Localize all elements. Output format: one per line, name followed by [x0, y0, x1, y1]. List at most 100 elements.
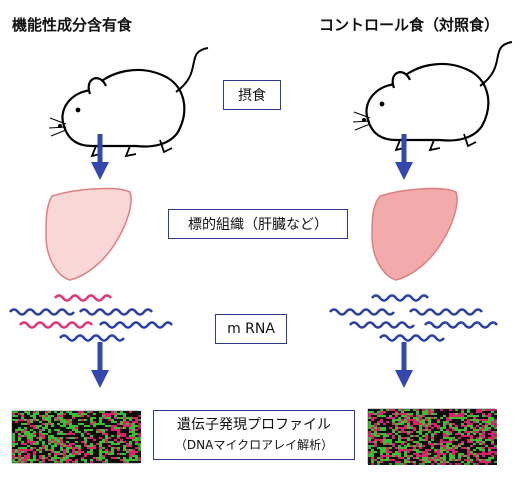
microarray-cell [404, 429, 407, 431]
microarray-cell [491, 451, 494, 453]
microarray-cell [108, 417, 111, 419]
microarray-cell [479, 417, 482, 419]
microarray-cell [72, 411, 75, 413]
microarray-cell [105, 447, 108, 449]
microarray-cell [398, 449, 401, 451]
microarray-cell [63, 439, 66, 441]
microarray-cell [90, 417, 93, 419]
microarray-cell [84, 427, 87, 429]
microarray-cell [90, 451, 93, 453]
microarray-cell [470, 439, 473, 441]
microarray-cell [21, 419, 24, 421]
microarray-cell [24, 459, 27, 461]
expression-profile-label: 遺伝子発現プロファイル （DNAマイクロアレイ解析） [153, 410, 355, 460]
microarray-cell [81, 457, 84, 459]
microarray-cell [129, 429, 132, 431]
microarray-cell [395, 411, 398, 413]
microarray-cell [102, 431, 105, 433]
microarray-cell [476, 423, 479, 425]
microarray-cell [123, 423, 126, 425]
microarray-cell [416, 427, 419, 429]
microarray-cell [392, 425, 395, 427]
microarray-cell [371, 413, 374, 415]
microarray-cell [36, 427, 39, 429]
microarray-cell [410, 453, 413, 455]
microarray-cell [27, 449, 30, 451]
microarray-cell [479, 431, 482, 433]
microarray-cell [491, 443, 494, 445]
microarray-cell [407, 431, 410, 433]
microarray-cell [383, 437, 386, 439]
microarray-cell [90, 423, 93, 425]
microarray-cell [464, 435, 467, 437]
microarray-cell [111, 447, 114, 449]
microarray-cell [422, 453, 425, 455]
microarray-cell [99, 411, 102, 413]
microarray-cell [135, 443, 138, 445]
microarray-cell [488, 461, 491, 463]
microarray-cell [39, 427, 42, 429]
microarray-cell [413, 455, 416, 457]
microarray-cell [72, 423, 75, 425]
microarray-cell [12, 453, 15, 455]
microarray-cell [108, 435, 111, 437]
microarray-cell [386, 457, 389, 459]
microarray-cell [84, 423, 87, 425]
microarray-cell [15, 445, 18, 447]
microarray-cell [488, 453, 491, 455]
microarray-cell [84, 451, 87, 453]
microarray-cell [401, 415, 404, 417]
microarray-cell [87, 417, 90, 419]
microarray-cell [15, 429, 18, 431]
microarray-cell [449, 455, 452, 457]
microarray-cell [93, 445, 96, 447]
microarray-cell [129, 447, 132, 449]
microarray-cell [371, 443, 374, 445]
microarray-cell [78, 451, 81, 453]
microarray-cell [401, 429, 404, 431]
microarray-cell [15, 413, 18, 415]
microarray-cell [377, 453, 380, 455]
microarray-cell [449, 419, 452, 421]
microarray-cell [120, 443, 123, 445]
microarray-cell [368, 409, 371, 411]
microarray-cell [96, 425, 99, 427]
microarray-cell [386, 449, 389, 451]
microarray-cell [401, 457, 404, 459]
microarray-cell [21, 429, 24, 431]
microarray-cell [476, 459, 479, 461]
microarray-cell [488, 423, 491, 425]
microarray-cell [380, 453, 383, 455]
microarray-cell [446, 423, 449, 425]
microarray-cell [383, 441, 386, 443]
microarray-cell [12, 455, 15, 457]
microarray-cell [72, 441, 75, 443]
microarray-cell [398, 429, 401, 431]
microarray-cell [93, 415, 96, 417]
microarray-cell [135, 441, 138, 443]
microarray-cell [392, 445, 395, 447]
microarray-cell [422, 447, 425, 449]
microarray-cell [84, 445, 87, 447]
microarray-cell [60, 439, 63, 441]
microarray-cell [476, 413, 479, 415]
microarray-cell [407, 461, 410, 463]
microarray-cell [404, 461, 407, 463]
left-column-title: 機能性成分含有食 [12, 16, 133, 34]
microarray-cell [368, 443, 371, 445]
microarray-cell [491, 429, 494, 431]
microarray-cell [458, 417, 461, 419]
microarray-cell [491, 455, 494, 457]
microarray-cell [72, 455, 75, 457]
microarray-cell [443, 447, 446, 449]
microarray-cell [452, 417, 455, 419]
microarray-cell [419, 445, 422, 447]
microarray-cell [99, 415, 102, 417]
microarray-cell [404, 447, 407, 449]
microarray-cell [45, 411, 48, 413]
microarray-cell [33, 461, 36, 463]
microarray-cell [455, 411, 458, 413]
microarray-cell [455, 447, 458, 449]
microarray-cell [63, 453, 66, 455]
microarray-cell [51, 413, 54, 415]
